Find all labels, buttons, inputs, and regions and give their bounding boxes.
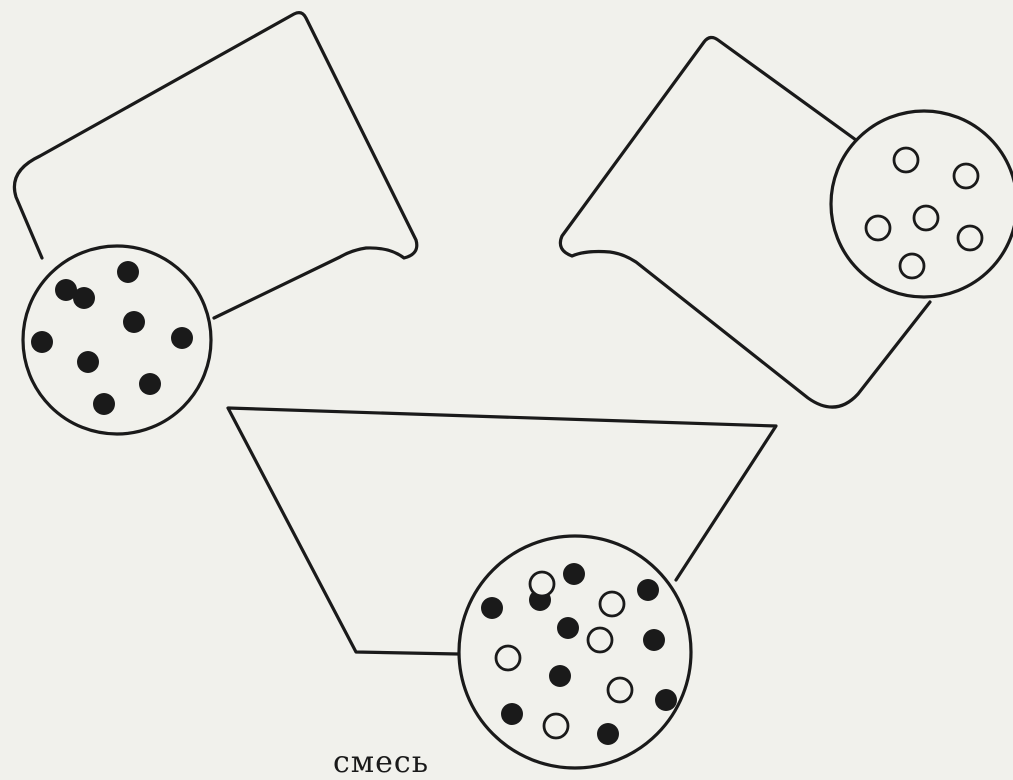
left-vessel	[14, 13, 416, 434]
filled-particle	[563, 563, 585, 585]
right-vessel	[560, 37, 1013, 407]
filled-particle	[481, 597, 503, 619]
filled-particle	[93, 393, 115, 415]
empty-particle	[588, 628, 612, 652]
filled-particle	[549, 665, 571, 687]
empty-particle	[958, 226, 982, 250]
empty-particle	[894, 148, 918, 172]
filled-particle	[501, 703, 523, 725]
filled-particle	[643, 629, 665, 651]
filled-particle	[117, 261, 139, 283]
empty-particle	[914, 206, 938, 230]
bottom-vessel	[228, 408, 776, 768]
empty-particle	[600, 592, 624, 616]
filled-particle	[123, 311, 145, 333]
bottom-vessel-magnifier	[459, 536, 691, 768]
filled-particle	[77, 351, 99, 373]
filled-particle	[557, 617, 579, 639]
left-vessel-magnifier	[23, 246, 211, 434]
filled-particle	[55, 279, 77, 301]
empty-particle	[900, 254, 924, 278]
filled-particle	[637, 579, 659, 601]
right-vessel-magnifier	[831, 111, 1013, 297]
filled-particle	[139, 373, 161, 395]
filled-particle	[655, 689, 677, 711]
empty-particle	[608, 678, 632, 702]
filled-particle	[171, 327, 193, 349]
empty-particle	[954, 164, 978, 188]
filled-particle	[597, 723, 619, 745]
empty-particle	[544, 714, 568, 738]
empty-particle	[530, 572, 554, 596]
empty-particle	[496, 646, 520, 670]
filled-particle	[31, 331, 53, 353]
mixture-label: смесь	[333, 748, 429, 778]
empty-particle	[866, 216, 890, 240]
